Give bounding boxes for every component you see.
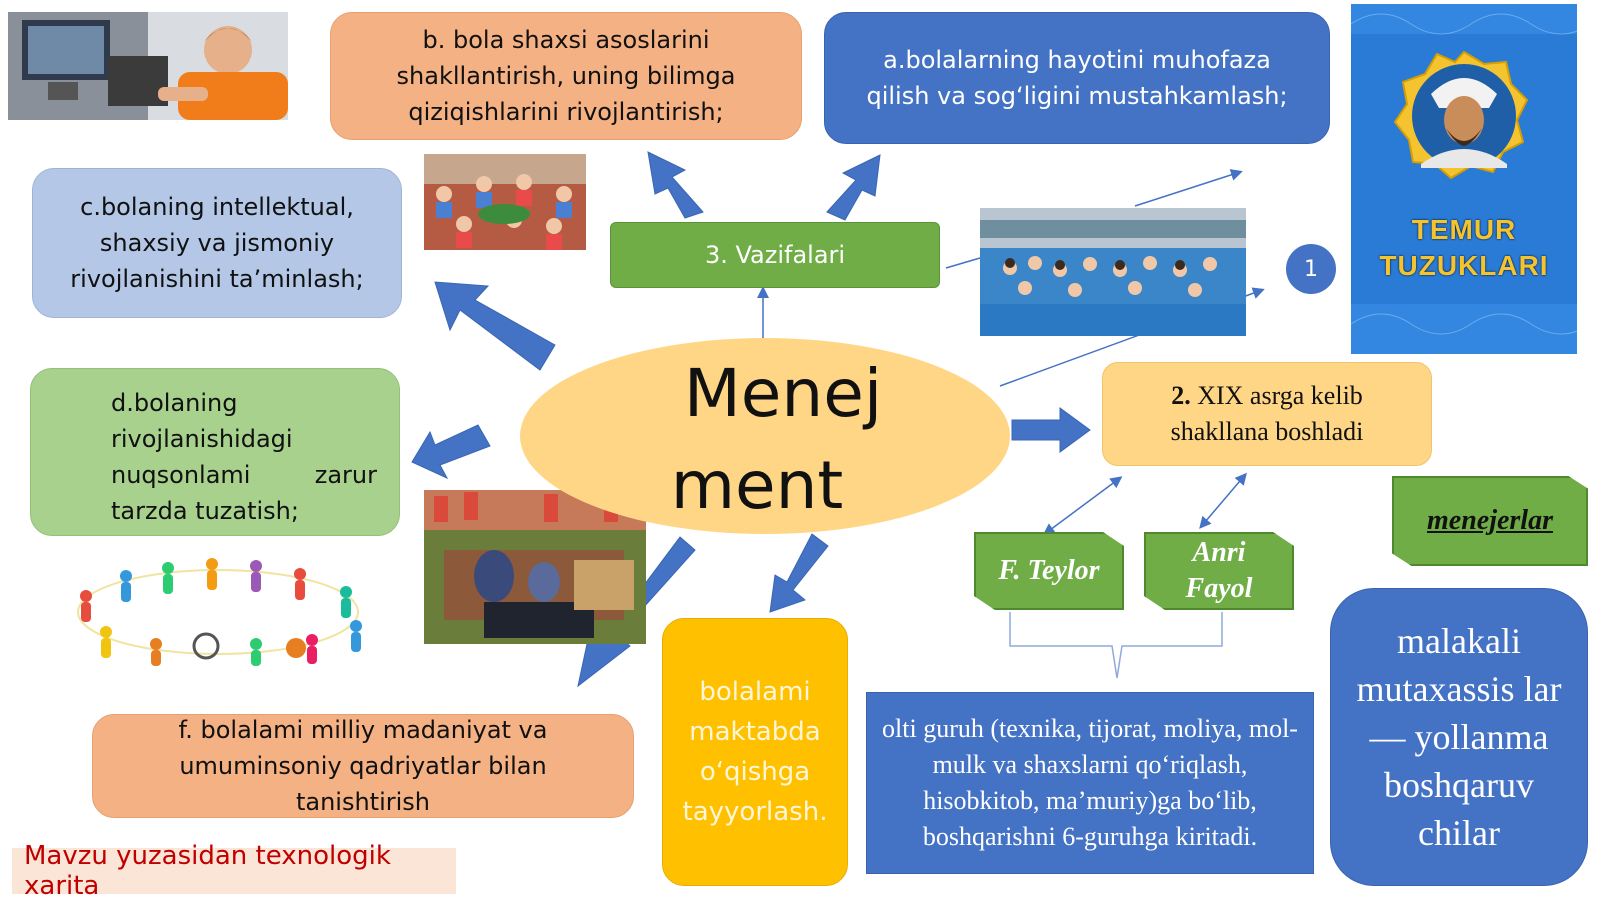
task-f-text: f. bolalami milliy madaniyat va umuminso… <box>178 716 548 816</box>
robotics-photo <box>8 12 288 120</box>
xix-text: XIX asrga kelib shakllana boshladi <box>1170 381 1364 446</box>
arrow-to-task-d <box>411 424 491 480</box>
temur-tuzuklari-book: TEMUR TUZUKLARI <box>1351 4 1577 354</box>
task-c-text: c.bolaning intellektual, shaxsiy va jism… <box>70 193 364 293</box>
managers-box: menejerlar <box>1392 476 1588 566</box>
fayol-box: Anri Fayol <box>1144 532 1294 610</box>
book-title-line1: TEMUR <box>1411 214 1517 245</box>
task-d-line3-a: nuqsonlami <box>111 461 251 489</box>
managers-label: menejerlar <box>1427 505 1553 536</box>
task-f-box: f. bolalami milliy madaniyat va umuminso… <box>92 714 634 818</box>
book-title-line2: TUZUKLARI <box>1379 250 1549 281</box>
teylor-label: F. Teylor <box>998 555 1100 586</box>
central-ellipse <box>520 338 1010 534</box>
task-d-line1: d.bolaning <box>111 389 238 417</box>
task-d-line3-b: zarur <box>314 461 377 489</box>
arrow-to-xix <box>1011 407 1091 453</box>
classroom-photo <box>424 154 586 250</box>
xix-number: 2. <box>1171 381 1191 410</box>
bracket <box>1009 612 1223 679</box>
slide-number-label: 1 <box>1304 256 1318 282</box>
pool-photo <box>980 208 1246 336</box>
task-c-box: c.bolaning intellektual, shaxsiy va jism… <box>32 168 402 318</box>
vazifalari-label: 3. Vazifalari <box>704 241 846 269</box>
arrow-to-task-e <box>769 533 829 613</box>
task-a-text: a.bolalarning hayotini muhofaza qilish v… <box>866 46 1288 110</box>
task-d-line3: nuqsonlami zarur <box>111 457 377 493</box>
task-d-line4: tarzda tuzatish; <box>111 497 299 525</box>
culture-photo <box>424 490 646 644</box>
vazifalari-box: 3. Vazifalari <box>610 222 940 288</box>
xix-box: 2. XIX asrga kelib shakllana boshladi <box>1102 362 1432 466</box>
task-b-box: b. bola shaxsi asoslarini shakllantirish… <box>330 12 802 140</box>
task-d-line2: rivojlanishidagi <box>111 425 293 453</box>
footer-label: Mavzu yuzasidan texnologik xarita <box>12 841 456 901</box>
specialists-text: malakali mutaxassis lar — yollanma boshq… <box>1356 621 1562 853</box>
task-a-box: a.bolalarning hayotini muhofaza qilish v… <box>824 12 1330 144</box>
footer-text: Mavzu yuzasidan texnologik xarita <box>24 841 391 901</box>
task-d-box: d.bolaning rivojlanishidagi nuqsonlami z… <box>30 368 400 536</box>
arrow-to-task-c <box>434 281 556 371</box>
slide-number-circle: 1 <box>1286 244 1336 294</box>
children-circle-illustration <box>56 556 380 668</box>
task-e-box: bolalami maktabda o‘qishga tayyorlash. <box>662 618 848 886</box>
groups-box: olti guruh (texnika, tijorat, moliya, mo… <box>866 692 1314 874</box>
book-title: TEMUR TUZUKLARI <box>1351 212 1577 284</box>
fayol-label: Anri Fayol <box>1185 537 1253 604</box>
groups-text: olti guruh (texnika, tijorat, moliya, mo… <box>882 714 1298 851</box>
center-title-line2: ment <box>670 447 844 524</box>
center-title: Menej ment <box>640 348 900 532</box>
task-e-text: bolalami maktabda o‘qishga tayyorlash. <box>682 677 828 827</box>
specialists-box: malakali mutaxassis lar — yollanma boshq… <box>1330 588 1588 886</box>
arrow-to-task-a <box>826 154 881 221</box>
arrow-to-task-b <box>647 151 704 219</box>
center-title-line1: Menej <box>683 355 883 432</box>
task-b-text: b. bola shaxsi asoslarini shakllantirish… <box>396 26 736 126</box>
teylor-box: F. Teylor <box>974 532 1124 610</box>
